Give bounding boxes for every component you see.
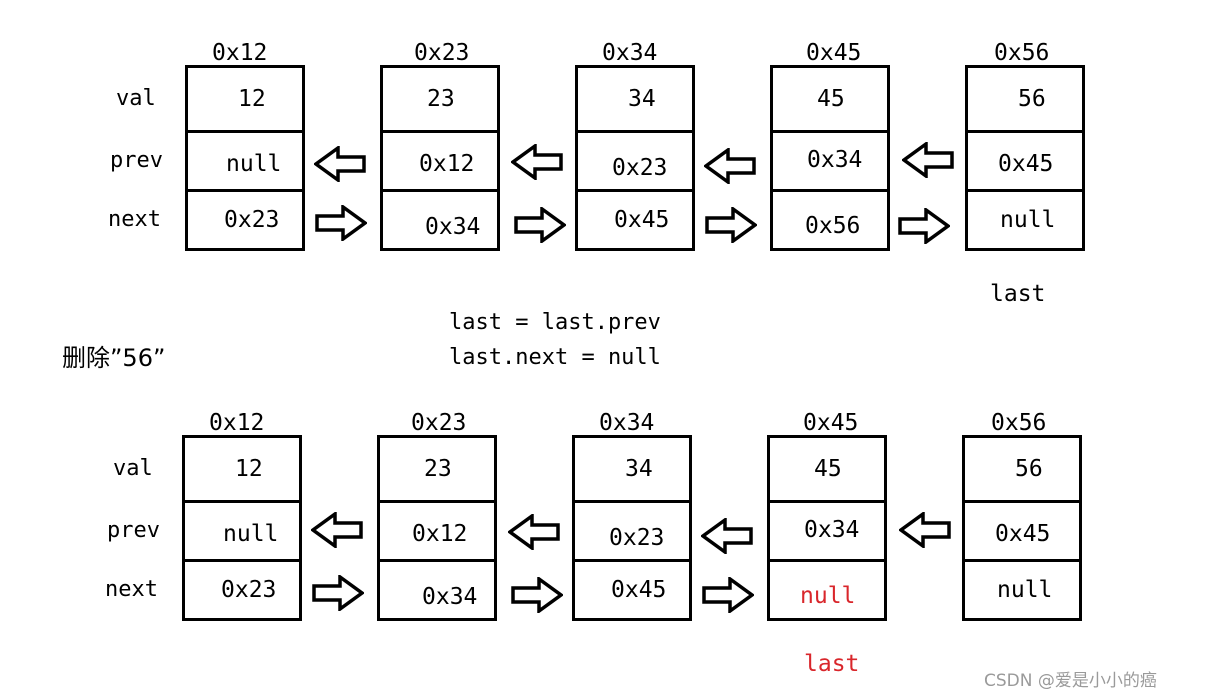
node-prev: 0x23: [609, 525, 665, 551]
list-node: 12 null 0x23: [185, 65, 305, 251]
row-label-prev: prev: [107, 518, 160, 543]
node-prev: 0x12: [412, 521, 468, 547]
node-prev: 0x12: [419, 151, 475, 177]
node-prev: 0x34: [804, 517, 860, 543]
list-node: 23 0x12 0x34: [380, 65, 500, 251]
next-arrow-icon: [702, 577, 754, 613]
node-prev: null: [223, 521, 279, 547]
node-next: 0x23: [224, 207, 280, 233]
node-val: 23: [427, 86, 455, 112]
row-label-next: next: [108, 207, 161, 232]
node-val: 23: [424, 456, 452, 482]
prev-arrow-icon: [902, 142, 954, 178]
node-address: 0x56: [991, 410, 1047, 436]
node-val: 45: [814, 456, 842, 482]
last-pointer-label: last: [804, 651, 860, 677]
list-node: 45 0x34 null: [767, 435, 887, 621]
node-address: 0x56: [994, 40, 1050, 66]
row-label-val: val: [116, 86, 156, 111]
next-arrow-icon: [514, 207, 566, 243]
row-label-next: next: [105, 577, 158, 602]
node-address: 0x34: [599, 410, 655, 436]
next-arrow-icon: [705, 207, 757, 243]
prev-arrow-icon: [508, 514, 560, 550]
code-line-2: last.next = null: [449, 345, 661, 370]
list-node: 34 0x23 0x45: [572, 435, 692, 621]
node-prev: 0x23: [612, 155, 668, 181]
node-next: null: [997, 577, 1053, 603]
node-next-updated: null: [800, 583, 856, 609]
list-node: 56 0x45 null: [962, 435, 1082, 621]
node-prev: 0x45: [998, 151, 1054, 177]
list-node: 34 0x23 0x45: [575, 65, 695, 251]
node-address: 0x45: [806, 40, 862, 66]
node-val: 12: [238, 86, 266, 112]
node-val: 56: [1018, 86, 1046, 112]
node-prev: null: [226, 151, 282, 177]
node-next: 0x45: [611, 577, 667, 603]
list-node: 56 0x45 null: [965, 65, 1085, 251]
prev-arrow-icon: [511, 144, 563, 180]
node-address: 0x45: [803, 410, 859, 436]
code-line-1: last = last.prev: [449, 310, 661, 335]
prev-arrow-icon: [314, 146, 366, 182]
node-address: 0x23: [414, 40, 470, 66]
next-arrow-icon: [898, 208, 950, 244]
node-val: 12: [235, 456, 263, 482]
node-val: 34: [628, 86, 656, 112]
row-label-prev: prev: [110, 148, 163, 173]
node-next: 0x56: [805, 213, 861, 239]
node-address: 0x34: [602, 40, 658, 66]
list-node: 12 null 0x23: [182, 435, 302, 621]
prev-arrow-icon: [704, 148, 756, 184]
next-arrow-icon: [315, 205, 367, 241]
node-prev: 0x45: [995, 521, 1051, 547]
prev-arrow-icon: [899, 512, 951, 548]
node-address: 0x12: [209, 410, 265, 436]
next-arrow-icon: [312, 575, 364, 611]
node-val: 56: [1015, 456, 1043, 482]
node-val: 34: [625, 456, 653, 482]
node-val: 45: [817, 86, 845, 112]
operation-title: 删除”56”: [62, 344, 166, 372]
node-next: 0x34: [425, 214, 481, 240]
last-pointer-label: last: [990, 281, 1046, 307]
node-next: 0x23: [221, 577, 277, 603]
list-node: 23 0x12 0x34: [377, 435, 497, 621]
node-next: null: [1000, 207, 1056, 233]
next-arrow-icon: [511, 577, 563, 613]
watermark: CSDN @爱是小小的癌: [984, 671, 1157, 691]
prev-arrow-icon: [311, 512, 363, 548]
node-address: 0x12: [212, 40, 268, 66]
prev-arrow-icon: [701, 518, 753, 554]
node-address: 0x23: [411, 410, 467, 436]
node-next: 0x34: [422, 584, 478, 610]
node-prev: 0x34: [807, 147, 863, 173]
node-next: 0x45: [614, 207, 670, 233]
list-node: 45 0x34 0x56: [770, 65, 890, 251]
row-label-val: val: [113, 456, 153, 481]
